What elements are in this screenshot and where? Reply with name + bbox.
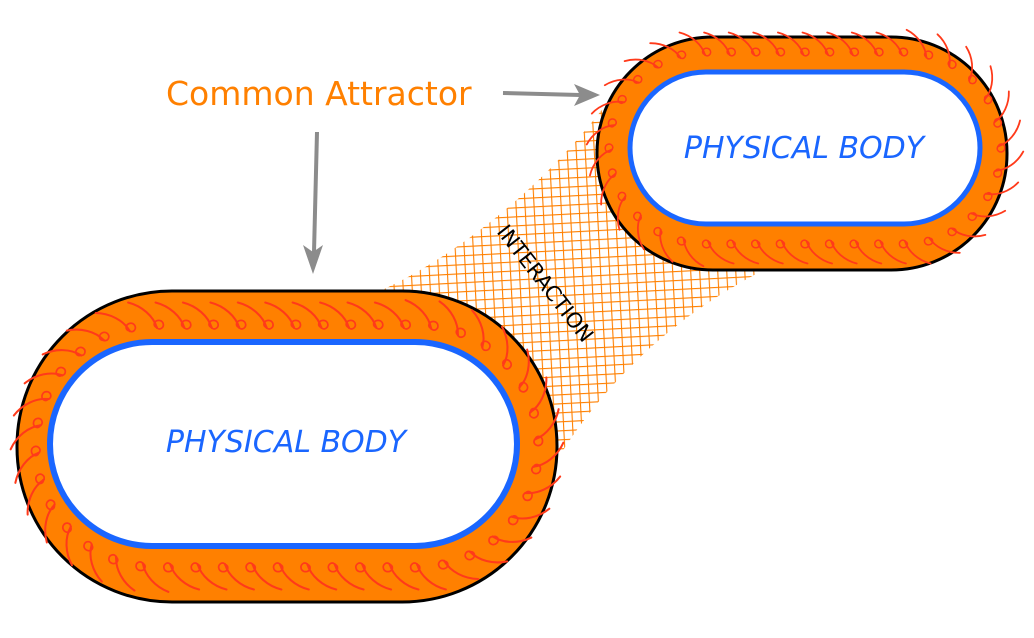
small-body: PHYSICAL BODY [585,28,1025,272]
arrow-to-small-body [502,84,600,106]
large-body-label: PHYSICAL BODY [166,425,409,460]
common-attractor-label: Common Attractor [166,74,472,113]
large-body: PHYSICAL BODY [9,289,565,604]
arrow-to-large-body [303,131,323,274]
small-body-core [627,69,983,227]
large-body-core [47,339,520,549]
arrowhead-right-icon [574,84,600,106]
arrowhead-down-icon [303,245,323,274]
small-body-label: PHYSICAL BODY [684,131,927,166]
